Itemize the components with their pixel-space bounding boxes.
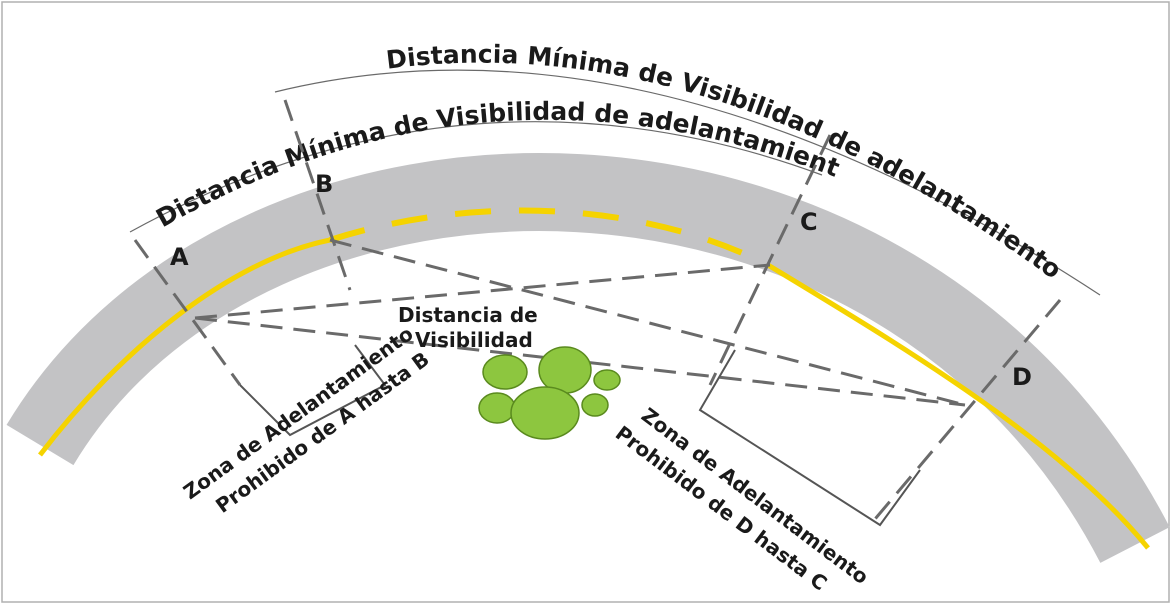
zone-ab-bracket	[239, 344, 387, 437]
marker-line-a	[133, 239, 242, 386]
svg-text:Zona de Adelantamiento: Zona de Adelantamiento	[637, 403, 873, 589]
sight-distance-label-line1: Distancia de	[398, 303, 538, 327]
point-b-label: B	[315, 170, 333, 198]
point-d-label: D	[1012, 363, 1032, 391]
marker-line-d	[868, 299, 1062, 526]
sight-line-a-to-c	[194, 263, 771, 320]
center-line-solid-left	[38, 237, 331, 457]
marker-line-b	[283, 99, 352, 291]
center-line-solid-right	[766, 262, 1150, 550]
sight-distance-label-line2: Visibilidad	[415, 328, 533, 352]
svg-text:Prohibido de D hasta C: Prohibido de D hasta C	[611, 421, 832, 596]
marker-line-c	[708, 134, 832, 386]
point-c-label: C	[800, 208, 818, 236]
bushes-icon	[478, 346, 621, 440]
center-line-dashed	[329, 207, 770, 268]
zone-dc-label: Zona de Adelantamiento Prohibido de D ha…	[611, 403, 873, 596]
svg-text:Prohibido de A hasta B: Prohibido de A hasta B	[211, 347, 434, 518]
road-surface	[6, 153, 1170, 563]
sight-line-b-to-d	[329, 238, 966, 407]
sight-line-a-to-d	[194, 316, 966, 407]
zone-dc-bracket	[698, 349, 921, 527]
point-a-label: A	[170, 243, 189, 271]
inner-distance-arc	[129, 121, 823, 233]
outer-distance-arc	[274, 69, 1101, 296]
